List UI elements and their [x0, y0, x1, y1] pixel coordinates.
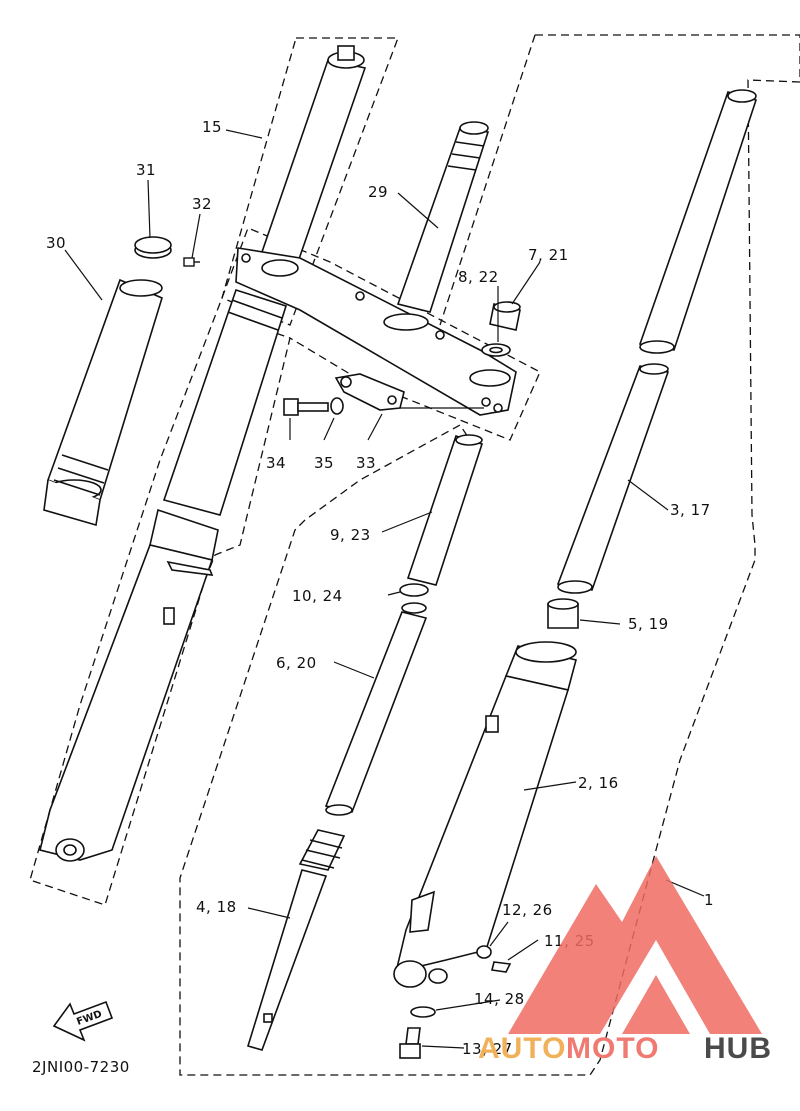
label-33: 33 [356, 454, 376, 472]
bolt-11-25 [491, 961, 512, 973]
label-32: 32 [192, 195, 212, 213]
damper-rod-4-18 [246, 829, 346, 1051]
label-35: 35 [314, 454, 334, 472]
washer-12-26 [476, 945, 492, 959]
bolt-7-21 [489, 301, 521, 331]
label-5-19: 5, 19 [628, 615, 669, 633]
label-4-18: 4, 18 [196, 898, 237, 916]
label-29: 29 [368, 183, 388, 201]
clamp-ring-31 [134, 236, 172, 259]
label-8-22: 8, 22 [458, 268, 499, 286]
fork-spring-6-20 [324, 611, 428, 816]
steering-stem-29 [396, 121, 490, 313]
watermark-triangle [508, 856, 762, 1034]
outer-tube-2-16 [393, 641, 577, 988]
label-14-28: 14, 28 [474, 990, 525, 1008]
diagram-code: 2JNI00-7230 [32, 1058, 130, 1076]
label-13-27: 13, 27 [462, 1040, 513, 1058]
inner-tube-3-17 [556, 89, 758, 594]
label-30: 30 [46, 234, 66, 252]
label-2-16: 2, 16 [578, 774, 619, 792]
bolt-13-27 [399, 1027, 421, 1059]
group-outlines [29, 34, 800, 1076]
washer-14-28 [410, 1006, 436, 1018]
label-6-20: 6, 20 [276, 654, 317, 672]
watermark-hub: HUB [704, 1032, 772, 1065]
leader-lines [64, 129, 705, 1049]
watermark-auto: AUTO [478, 1032, 566, 1065]
label-10-24: 10, 24 [292, 587, 343, 605]
watermark-moto: MOTO [566, 1032, 659, 1065]
right-fork-group-outline [179, 34, 800, 1076]
watermark-logo [508, 856, 762, 1034]
label-3-17: 3, 17 [670, 501, 711, 519]
bracket-33 [334, 373, 405, 411]
label-12-26: 12, 26 [502, 901, 553, 919]
left-outer-tube [39, 288, 288, 862]
bolt-34 [283, 398, 329, 416]
slide-bushing-5-19 [547, 598, 579, 629]
label-9-23: 9, 23 [330, 526, 371, 544]
label-15: 15 [202, 118, 222, 136]
spacer-9-23 [406, 434, 484, 586]
label-7-21: 7, 21 [528, 246, 569, 264]
spring-seat-10-24 [399, 583, 429, 614]
washer-35 [330, 397, 344, 415]
label-1: 1 [704, 891, 714, 909]
watermark-text: AUTO MOTO HUB [478, 1032, 772, 1065]
fwd-arrow: FWD [52, 1000, 114, 1042]
screw-32 [183, 257, 200, 267]
label-31: 31 [136, 161, 156, 179]
upper-bracket [235, 247, 517, 416]
washer-8-22 [481, 343, 511, 357]
dust-boot-30 [43, 278, 163, 527]
left-fork-group-outline [29, 37, 399, 906]
left-fork-tube-15 [260, 45, 367, 263]
label-34: 34 [266, 454, 286, 472]
